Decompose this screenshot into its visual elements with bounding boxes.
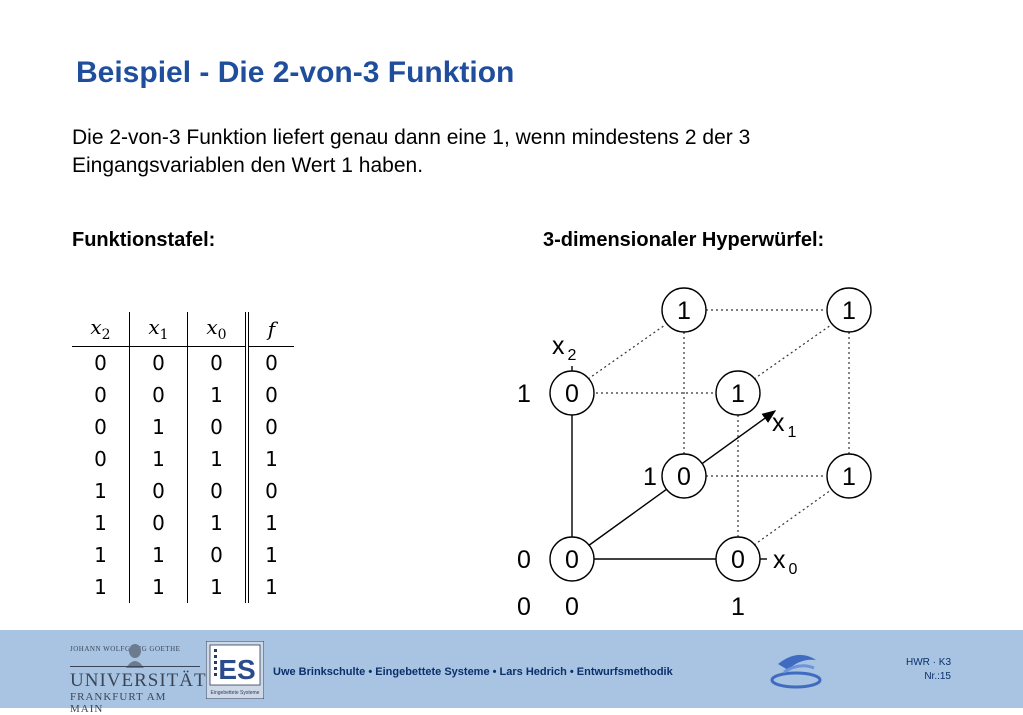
table-cell: 1 — [187, 571, 249, 603]
footer-bar: JOHANN WOLFGANG GOETHE UNIVERSITÄT FRANK… — [0, 630, 1023, 715]
es-logo-letters: ES — [218, 654, 255, 685]
coord-label: 0 — [517, 546, 531, 574]
university-logo-city: FRANKFURT AM MAIN — [70, 691, 167, 715]
coord-label: 0 — [565, 593, 579, 621]
course-code: HWR · K3 — [906, 657, 951, 668]
table-cell: 0 — [129, 346, 188, 379]
column-header-x0: x0 — [187, 312, 249, 347]
cube-node: 0 — [549, 536, 595, 582]
svg-text:0: 0 — [565, 546, 579, 574]
table-cell: 1 — [72, 475, 130, 507]
es-logo-caption: Eingebettete Systeme — [211, 690, 260, 696]
table-cell: 1 — [72, 539, 130, 571]
slide-number-box: HWR · K3 Nr.:15 — [906, 656, 951, 684]
table-cell: 1 — [129, 539, 188, 571]
table-cell: 1 — [129, 411, 188, 443]
table-cell: 0 — [187, 411, 249, 443]
table-cell: 0 — [72, 443, 130, 475]
table-cell: 0 — [187, 475, 249, 507]
cube-node: 0 — [661, 453, 707, 499]
goethe-portrait-icon — [126, 644, 144, 668]
svg-text:1: 1 — [842, 463, 856, 491]
table-cell: 1 — [129, 571, 188, 603]
table-cell: 0 — [72, 379, 130, 411]
swirl-logo-icon — [770, 654, 822, 689]
cube-node: 0 — [715, 536, 761, 582]
slide-number: Nr.:15 — [924, 671, 951, 682]
column-header-f: f — [247, 312, 294, 347]
table-cell: 1 — [72, 571, 130, 603]
table-cell: 1 — [129, 443, 188, 475]
truth-table-heading: Funktionstafel: — [72, 229, 216, 251]
table-cell: 0 — [129, 507, 188, 539]
logo-divider — [70, 666, 200, 667]
svg-text:0: 0 — [565, 380, 579, 408]
coord-label: 1 — [517, 380, 531, 408]
table-cell: 0 — [129, 379, 188, 411]
table-cell: 0 — [187, 539, 249, 571]
slide-title: Beispiel - Die 2-von-3 Funktion — [76, 56, 515, 89]
cube-node: 1 — [661, 287, 707, 333]
coord-label: 1 — [643, 463, 657, 491]
table-cell: 0 — [265, 479, 278, 503]
table-cell: 1 — [265, 511, 278, 535]
svg-text:1: 1 — [842, 297, 856, 325]
table-cell: 0 — [265, 415, 278, 439]
cube-edge-dotted — [753, 489, 832, 546]
svg-text:1: 1 — [677, 297, 691, 325]
university-logo-small-text: JOHANN WOLFGANG GOETHE — [70, 645, 181, 653]
cube-node: 1 — [826, 287, 872, 333]
truth-table-header-row: x2 x1 x0 f — [72, 312, 294, 347]
table-cell: 1 — [187, 507, 249, 539]
table-cell: 0 — [265, 351, 278, 375]
table-cell: 1 — [187, 379, 249, 411]
table-cell: 0 — [72, 411, 130, 443]
university-logo: JOHANN WOLFGANG GOETHE UNIVERSITÄT FRANK… — [70, 640, 206, 715]
cube-node: 1 — [826, 453, 872, 499]
table-cell: 1 — [265, 447, 278, 471]
table-cell: 1 — [72, 507, 130, 539]
coord-label: 1 — [731, 593, 745, 621]
intro-text: Die 2-von-3 Funktion liefert genau dann … — [72, 124, 972, 180]
es-logo-icon: ES Eingebettete Systeme — [206, 641, 264, 699]
svg-text:1: 1 — [731, 380, 745, 408]
svg-text:0: 0 — [677, 463, 691, 491]
column-header-x2: x2 — [72, 312, 130, 347]
university-logo-name: UNIVERSITÄT — [70, 670, 207, 691]
cube-node: 1 — [715, 370, 761, 416]
table-cell: 0 — [129, 475, 188, 507]
table-cell: 1 — [187, 443, 249, 475]
table-cell: 1 — [265, 575, 278, 599]
cube-node: 0 — [549, 370, 595, 416]
coord-label: 0 — [517, 593, 531, 621]
intro-line-1: Die 2-von-3 Funktion liefert genau dann … — [72, 126, 751, 149]
cube-edge-dotted — [587, 324, 666, 380]
table-cell: 0 — [187, 346, 249, 379]
svg-text:0: 0 — [731, 546, 745, 574]
cube-dotted-edges — [587, 309, 850, 546]
footer-credits: Uwe Brinkschulte • Eingebettete Systeme … — [273, 666, 673, 678]
table-cell: 1 — [265, 543, 278, 567]
intro-line-2: Eingangsvariablen den Wert 1 haben. — [72, 154, 424, 177]
table-cell: 0 — [72, 346, 130, 379]
table-cell: 0 — [265, 383, 278, 407]
column-header-x1: x1 — [129, 312, 188, 347]
cube-edge-dotted — [753, 324, 832, 380]
hypercube-heading: 3-dimensionaler Hyperwürfel: — [543, 229, 825, 251]
